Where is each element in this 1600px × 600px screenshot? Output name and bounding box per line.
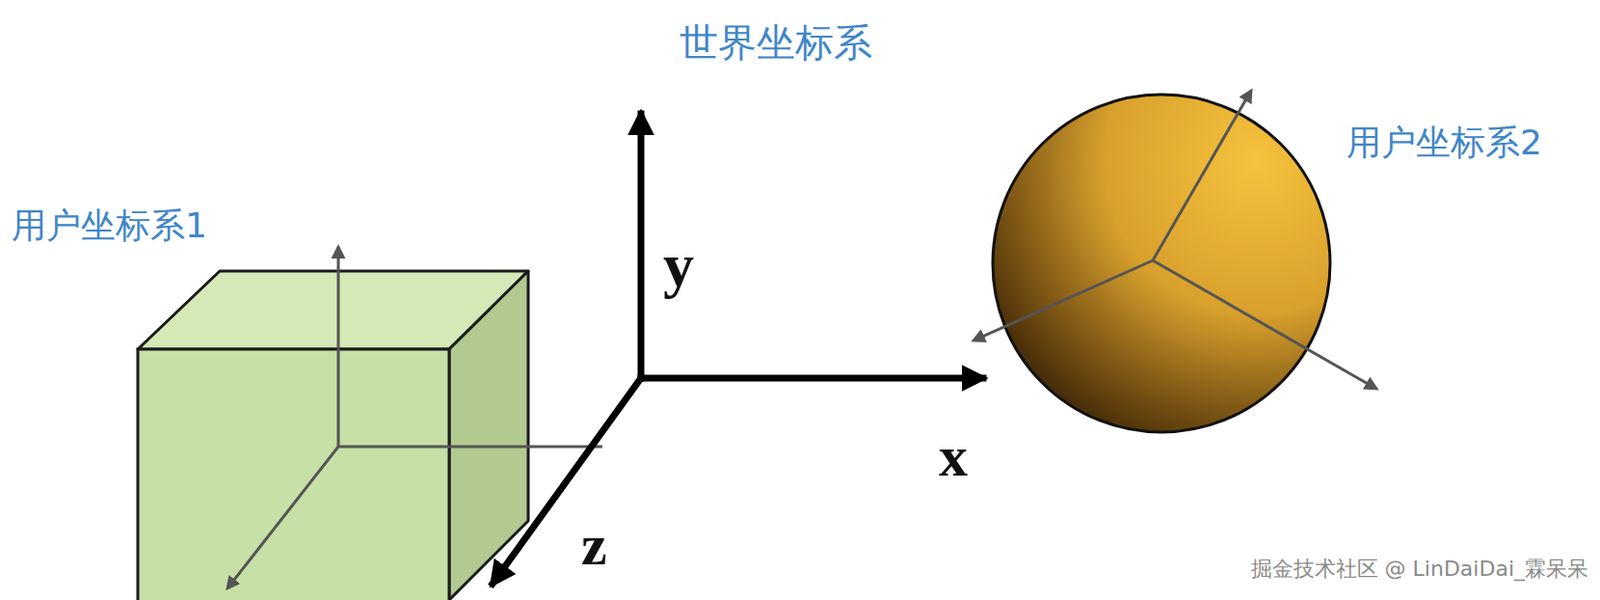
cube-axes xyxy=(227,246,603,588)
axis-letter: x xyxy=(938,424,968,488)
world-axes xyxy=(492,113,984,584)
sphere-axes xyxy=(973,90,1377,389)
system-label: 用户坐标系1 xyxy=(11,206,208,245)
diagram-title: 世界坐标系 xyxy=(679,21,873,64)
watermark: 掘金技术社区 @ LinDaiDai_霖呆呆 xyxy=(1251,557,1589,581)
axis-letter: z xyxy=(581,512,608,577)
system-label: 用户坐标系2 xyxy=(1346,123,1543,162)
axis-letter: y xyxy=(663,231,694,299)
sphere xyxy=(992,94,1331,432)
cube xyxy=(137,270,529,600)
